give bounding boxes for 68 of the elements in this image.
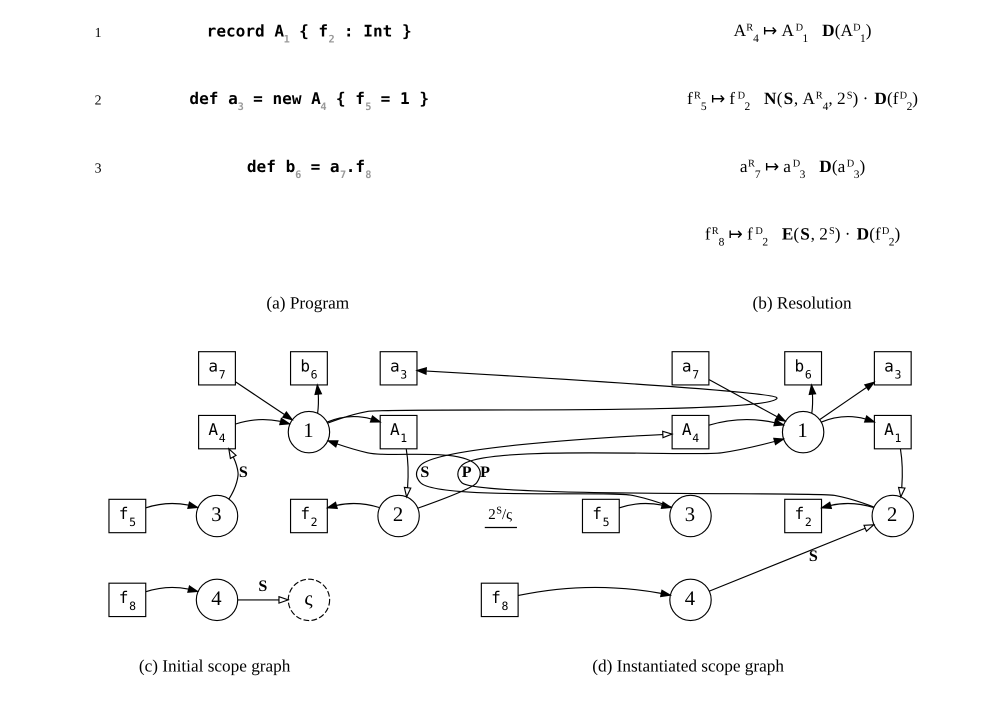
arrow — [403, 448, 412, 499]
node-box: f$_{5}$ — [581, 498, 620, 534]
node-circle: 4 — [668, 578, 712, 622]
label: def b$_{6}$ = a$_{7}$.f$_{8}$ — [246, 157, 371, 182]
label: a$^{R}$$_{7}$ ↦ a$^{D}$$_{3}$ D(a$^{D}$$_{3}$) — [739, 156, 865, 181]
label: f$^{R}$$_{8}$ ↦ f$^{D}$$_{2}$ E(S, 2$^{S}$) · D(f$^{D}$$_{2}$) — [704, 224, 900, 249]
node-circle: 2 — [376, 494, 420, 538]
node-box: a$_{7}$ — [198, 351, 236, 386]
label: (c) Initial scope graph — [138, 656, 290, 676]
label: record A$_{1}$ { f$_{2}$ : Int } — [206, 21, 412, 46]
arrow — [808, 383, 816, 414]
node-box: f$_{8}$ — [108, 582, 146, 618]
arrow — [237, 596, 290, 604]
arrow — [325, 501, 379, 510]
node-box: A$_{1}$ — [379, 414, 418, 450]
label: 3 — [94, 160, 101, 176]
arrow — [456, 438, 874, 508]
edge-label: P — [461, 464, 472, 482]
node-box: f$_{2}$ — [784, 498, 822, 534]
arrow — [819, 381, 876, 420]
node-box: A$_{4}$ — [671, 414, 709, 450]
node-box: a$_{3}$ — [379, 351, 418, 386]
arrow — [145, 585, 199, 593]
label: 2 — [94, 92, 101, 108]
arrow — [708, 379, 786, 422]
arrow — [314, 383, 322, 414]
node-box: A$_{1}$ — [873, 414, 912, 450]
node-circle: 3 — [668, 494, 712, 538]
node-box: b$_{6}$ — [784, 351, 822, 386]
edge-label: S — [420, 464, 429, 482]
arrow — [820, 501, 873, 510]
arrow — [897, 448, 906, 499]
node-box: f$_{2}$ — [289, 498, 328, 534]
edge-label: P — [480, 464, 490, 482]
node-box: A$_{4}$ — [198, 414, 236, 450]
arrow — [234, 381, 294, 421]
edge-label: S — [238, 464, 248, 482]
node-box: a$_{3}$ — [873, 351, 912, 386]
arrow — [227, 447, 238, 500]
label: (b) Resolution — [752, 294, 852, 313]
label: A$^{R}$$_{4}$ ↦ A$^{D}$$_{1}$ D(A$^{D}$$_{1}$) — [733, 21, 871, 46]
edge-label: S — [808, 548, 818, 566]
arrow — [326, 415, 382, 423]
label: f$^{R}$$_{5}$ ↦ f$^{D}$$_{2}$ N(S, A$^{R}$$_{4}$, 2$^{S}$) · D(f$^{D}$$_{2}$) — [686, 88, 918, 113]
arrow — [820, 415, 876, 423]
node-circle: ς — [287, 578, 330, 622]
edge-label: S — [258, 578, 267, 595]
label: 2$^{S}$/ς — [488, 505, 512, 523]
arrow — [708, 418, 785, 426]
arrow — [145, 501, 199, 509]
arrow — [708, 524, 875, 592]
node-circle: 4 — [195, 578, 238, 622]
node-circle: 3 — [195, 494, 238, 538]
label: (d) Instantiated scope graph — [592, 656, 784, 676]
arrow — [235, 417, 291, 426]
node-box: b$_{6}$ — [289, 351, 328, 386]
node-circle: 2 — [871, 494, 914, 538]
arrow — [518, 586, 672, 598]
label: def a$_{3}$ = new A$_{4}$ { f$_{5}$ = 1 } — [188, 89, 429, 114]
label: 1 — [94, 24, 101, 40]
node-circle: 1 — [287, 410, 330, 454]
arrow — [326, 440, 480, 509]
label: (a) Program — [266, 294, 349, 313]
node-circle: 1 — [781, 410, 824, 454]
node-box: f$_{8}$ — [480, 582, 518, 618]
node-box: f$_{5}$ — [108, 498, 146, 534]
node-box: a$_{7}$ — [671, 351, 709, 386]
arrow — [327, 367, 777, 424]
